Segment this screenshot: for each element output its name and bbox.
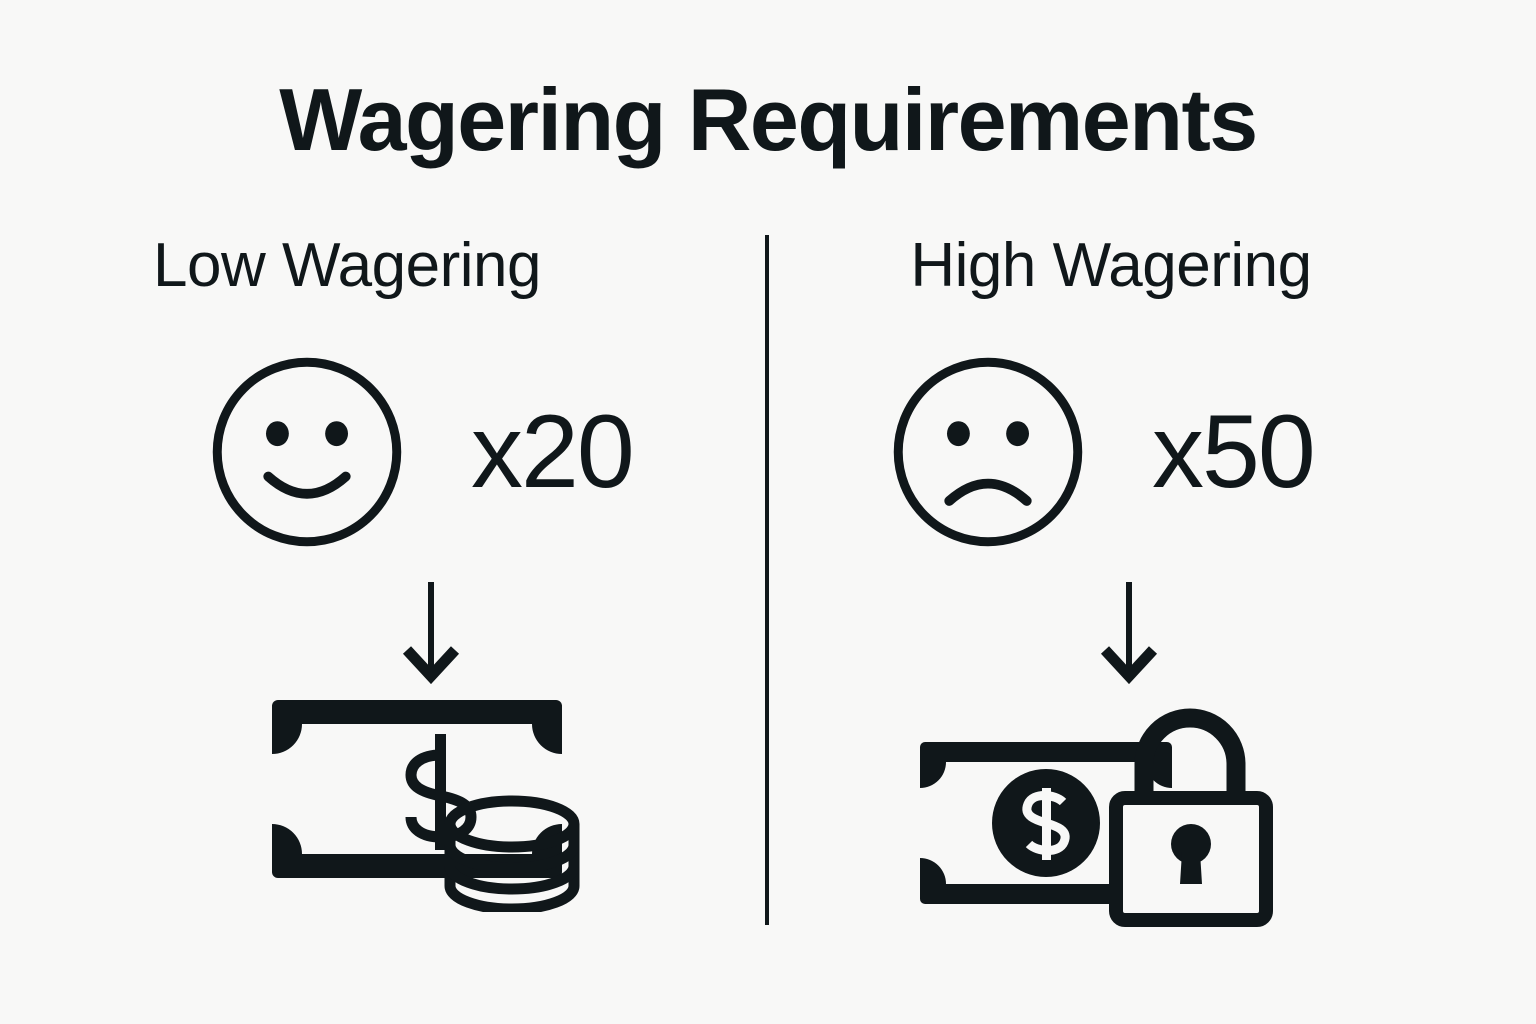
panel-heading-low: Low Wagering [152, 231, 542, 300]
outcome-locked-cash [916, 692, 1316, 942]
outcome-cash-and-coins [268, 692, 620, 912]
page-title: Wagering Requirements [279, 70, 1258, 169]
multiplier-value-high: x50 [1152, 394, 1316, 510]
sad-face-icon [886, 350, 1090, 554]
down-arrow-icon-high [1096, 580, 1162, 684]
multiplier-value-low: x20 [471, 394, 635, 510]
face-and-multiplier-row-high: x50 [886, 350, 1316, 554]
panel-divider [765, 235, 769, 925]
panel-high-wagering: High Wagering x50 [776, 231, 1536, 952]
face-and-multiplier-row-low: x20 [205, 350, 635, 554]
smiley-face-icon [205, 350, 409, 554]
panel-heading-high: High Wagering [910, 231, 1312, 300]
panel-low-wagering: Low Wagering x20 [0, 231, 760, 952]
down-arrow-icon-low [398, 580, 464, 684]
